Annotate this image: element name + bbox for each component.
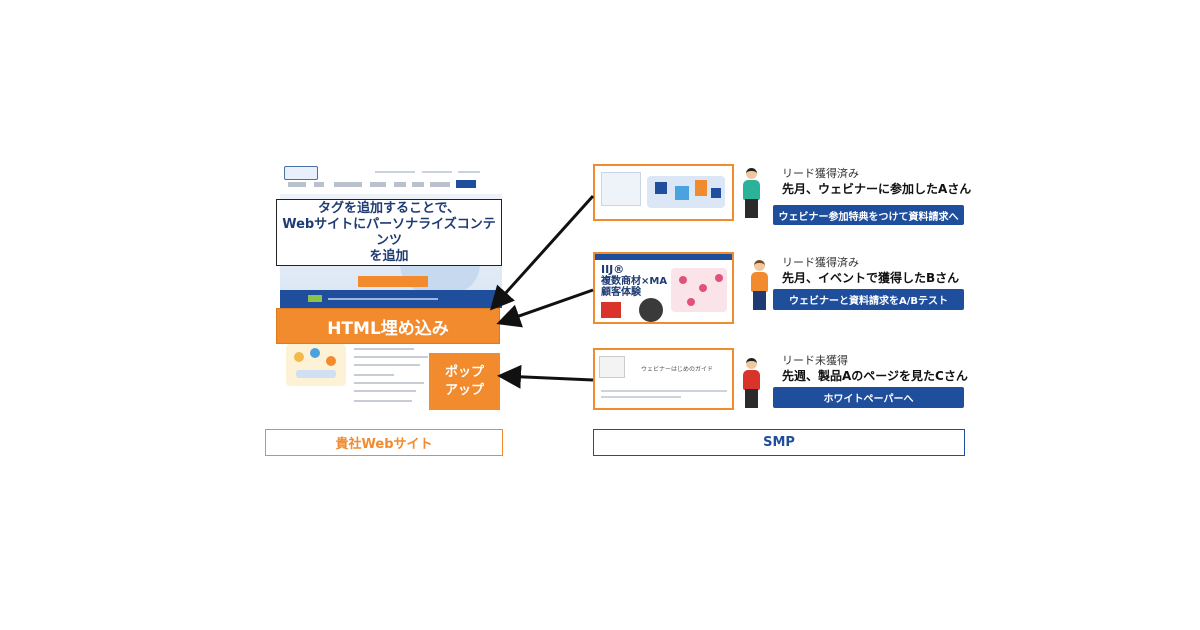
header-link-line [422, 171, 452, 173]
popup-label-line: アップ [444, 382, 484, 398]
person-a-icon [740, 168, 762, 218]
person-head [746, 168, 757, 179]
nav-item [394, 182, 406, 187]
lead-status: リード未獲得 [782, 354, 848, 367]
header-link-line [375, 171, 415, 173]
popup-block: ポップ アップ [429, 353, 500, 410]
article-text-line [354, 364, 420, 366]
lead-action-button[interactable]: ホワイトペーパーへ [773, 387, 964, 408]
lead-description: 先月、イベントで獲得したBさん [782, 271, 960, 285]
company-website-label-text: 貴社Webサイト [335, 437, 433, 452]
thumbnail-headline: 複数商材×MA [601, 276, 668, 287]
thumbnail-block [711, 188, 721, 198]
illustration-dot [310, 348, 320, 358]
illustration-dot [294, 352, 304, 362]
arrow-thumbnail2-to-embed [496, 288, 594, 328]
thumbnail-block [695, 180, 707, 196]
company-website-label: 貴社Webサイト [265, 429, 503, 456]
tag-callout-line: Webサイトにパーソナライズコンテンツ [282, 216, 496, 248]
article-text-line [354, 348, 414, 350]
lead-status: リード獲得済み [782, 256, 859, 269]
person-body [751, 272, 768, 292]
tag-callout-line: タグを追加することで、 [317, 200, 461, 216]
website-header [280, 162, 502, 194]
site-logo [284, 166, 318, 180]
article-text-line [354, 400, 412, 402]
person-b-icon [748, 260, 770, 310]
thumbnail-speaker-photo [639, 298, 663, 322]
thumbnail-node [699, 284, 707, 292]
thumbnail-text-line [601, 396, 681, 398]
header-search [458, 171, 480, 173]
illustration-dot [326, 356, 336, 366]
lead-action-button[interactable]: ウェビナー参加特典をつけて資料請求へ [773, 205, 964, 225]
smp-content-thumbnail-3: ウェビナーはじめのガイド [593, 348, 734, 410]
thumbnail-node [715, 274, 723, 282]
article-text-line [354, 356, 428, 358]
thumbnail-logo [601, 302, 621, 318]
thumbnail-panel [601, 172, 641, 206]
nav-item [430, 182, 450, 187]
smp-content-thumbnail-1 [593, 164, 734, 221]
person-head [754, 260, 765, 271]
article-text-line [354, 382, 424, 384]
lead-description: 先月、ウェビナーに参加したAさん [782, 182, 972, 196]
smp-content-thumbnail-2: IIJ® 複数商材×MA 顧客体験 [593, 252, 734, 324]
nav-item [412, 182, 424, 187]
nav-item [288, 182, 306, 187]
person-head [746, 358, 757, 369]
smp-label-text: SMP [763, 435, 795, 450]
illustration-base [296, 370, 336, 378]
news-badge [308, 295, 322, 302]
html-embed-block: HTML埋め込み [276, 308, 500, 344]
thumbnail-top-bar [595, 254, 732, 260]
person-legs [753, 291, 766, 310]
nav-item [314, 182, 324, 187]
hero-cta-button [358, 276, 428, 287]
header-cta-button [456, 180, 476, 188]
lead-description: 先週、製品Aのページを見たCさん [782, 369, 968, 383]
smp-label: SMP [593, 429, 965, 456]
nav-item [370, 182, 386, 187]
person-c-icon [740, 358, 762, 408]
person-body [743, 370, 760, 390]
thumbnail-node [687, 298, 695, 306]
thumbnail-illustration [599, 356, 625, 378]
lead-status: リード獲得済み [782, 167, 859, 180]
thumbnail-block [655, 182, 667, 194]
thumbnail-headline: 顧客体験 [601, 287, 641, 298]
thumbnail-title: ウェビナーはじめのガイド [640, 365, 713, 373]
tag-callout-box: タグを追加することで、 Webサイトにパーソナライズコンテンツ を追加 [276, 199, 502, 266]
tag-callout-line: を追加 [369, 248, 409, 264]
lead-action-button[interactable]: ウェビナーと資料請求をA/Bテスト [773, 289, 964, 310]
thumbnail-node [679, 276, 687, 284]
arrow-thumbnail3-to-popup [497, 364, 594, 389]
html-embed-label: HTML埋め込み [327, 318, 449, 339]
thumbnail-headline: IIJ® [601, 263, 625, 276]
news-text-line [328, 298, 438, 300]
person-legs [745, 199, 758, 218]
popup-label-line: ポップ [444, 364, 484, 380]
thumbnail-text-line [601, 390, 727, 392]
person-legs [745, 389, 758, 408]
article-illustration [286, 344, 346, 386]
nav-item [334, 182, 362, 187]
arrow-thumbnail1-to-embed [489, 194, 595, 311]
article-text-line [354, 374, 394, 376]
person-body [743, 180, 760, 200]
thumbnail-block [675, 186, 689, 200]
article-text-line [354, 390, 416, 392]
